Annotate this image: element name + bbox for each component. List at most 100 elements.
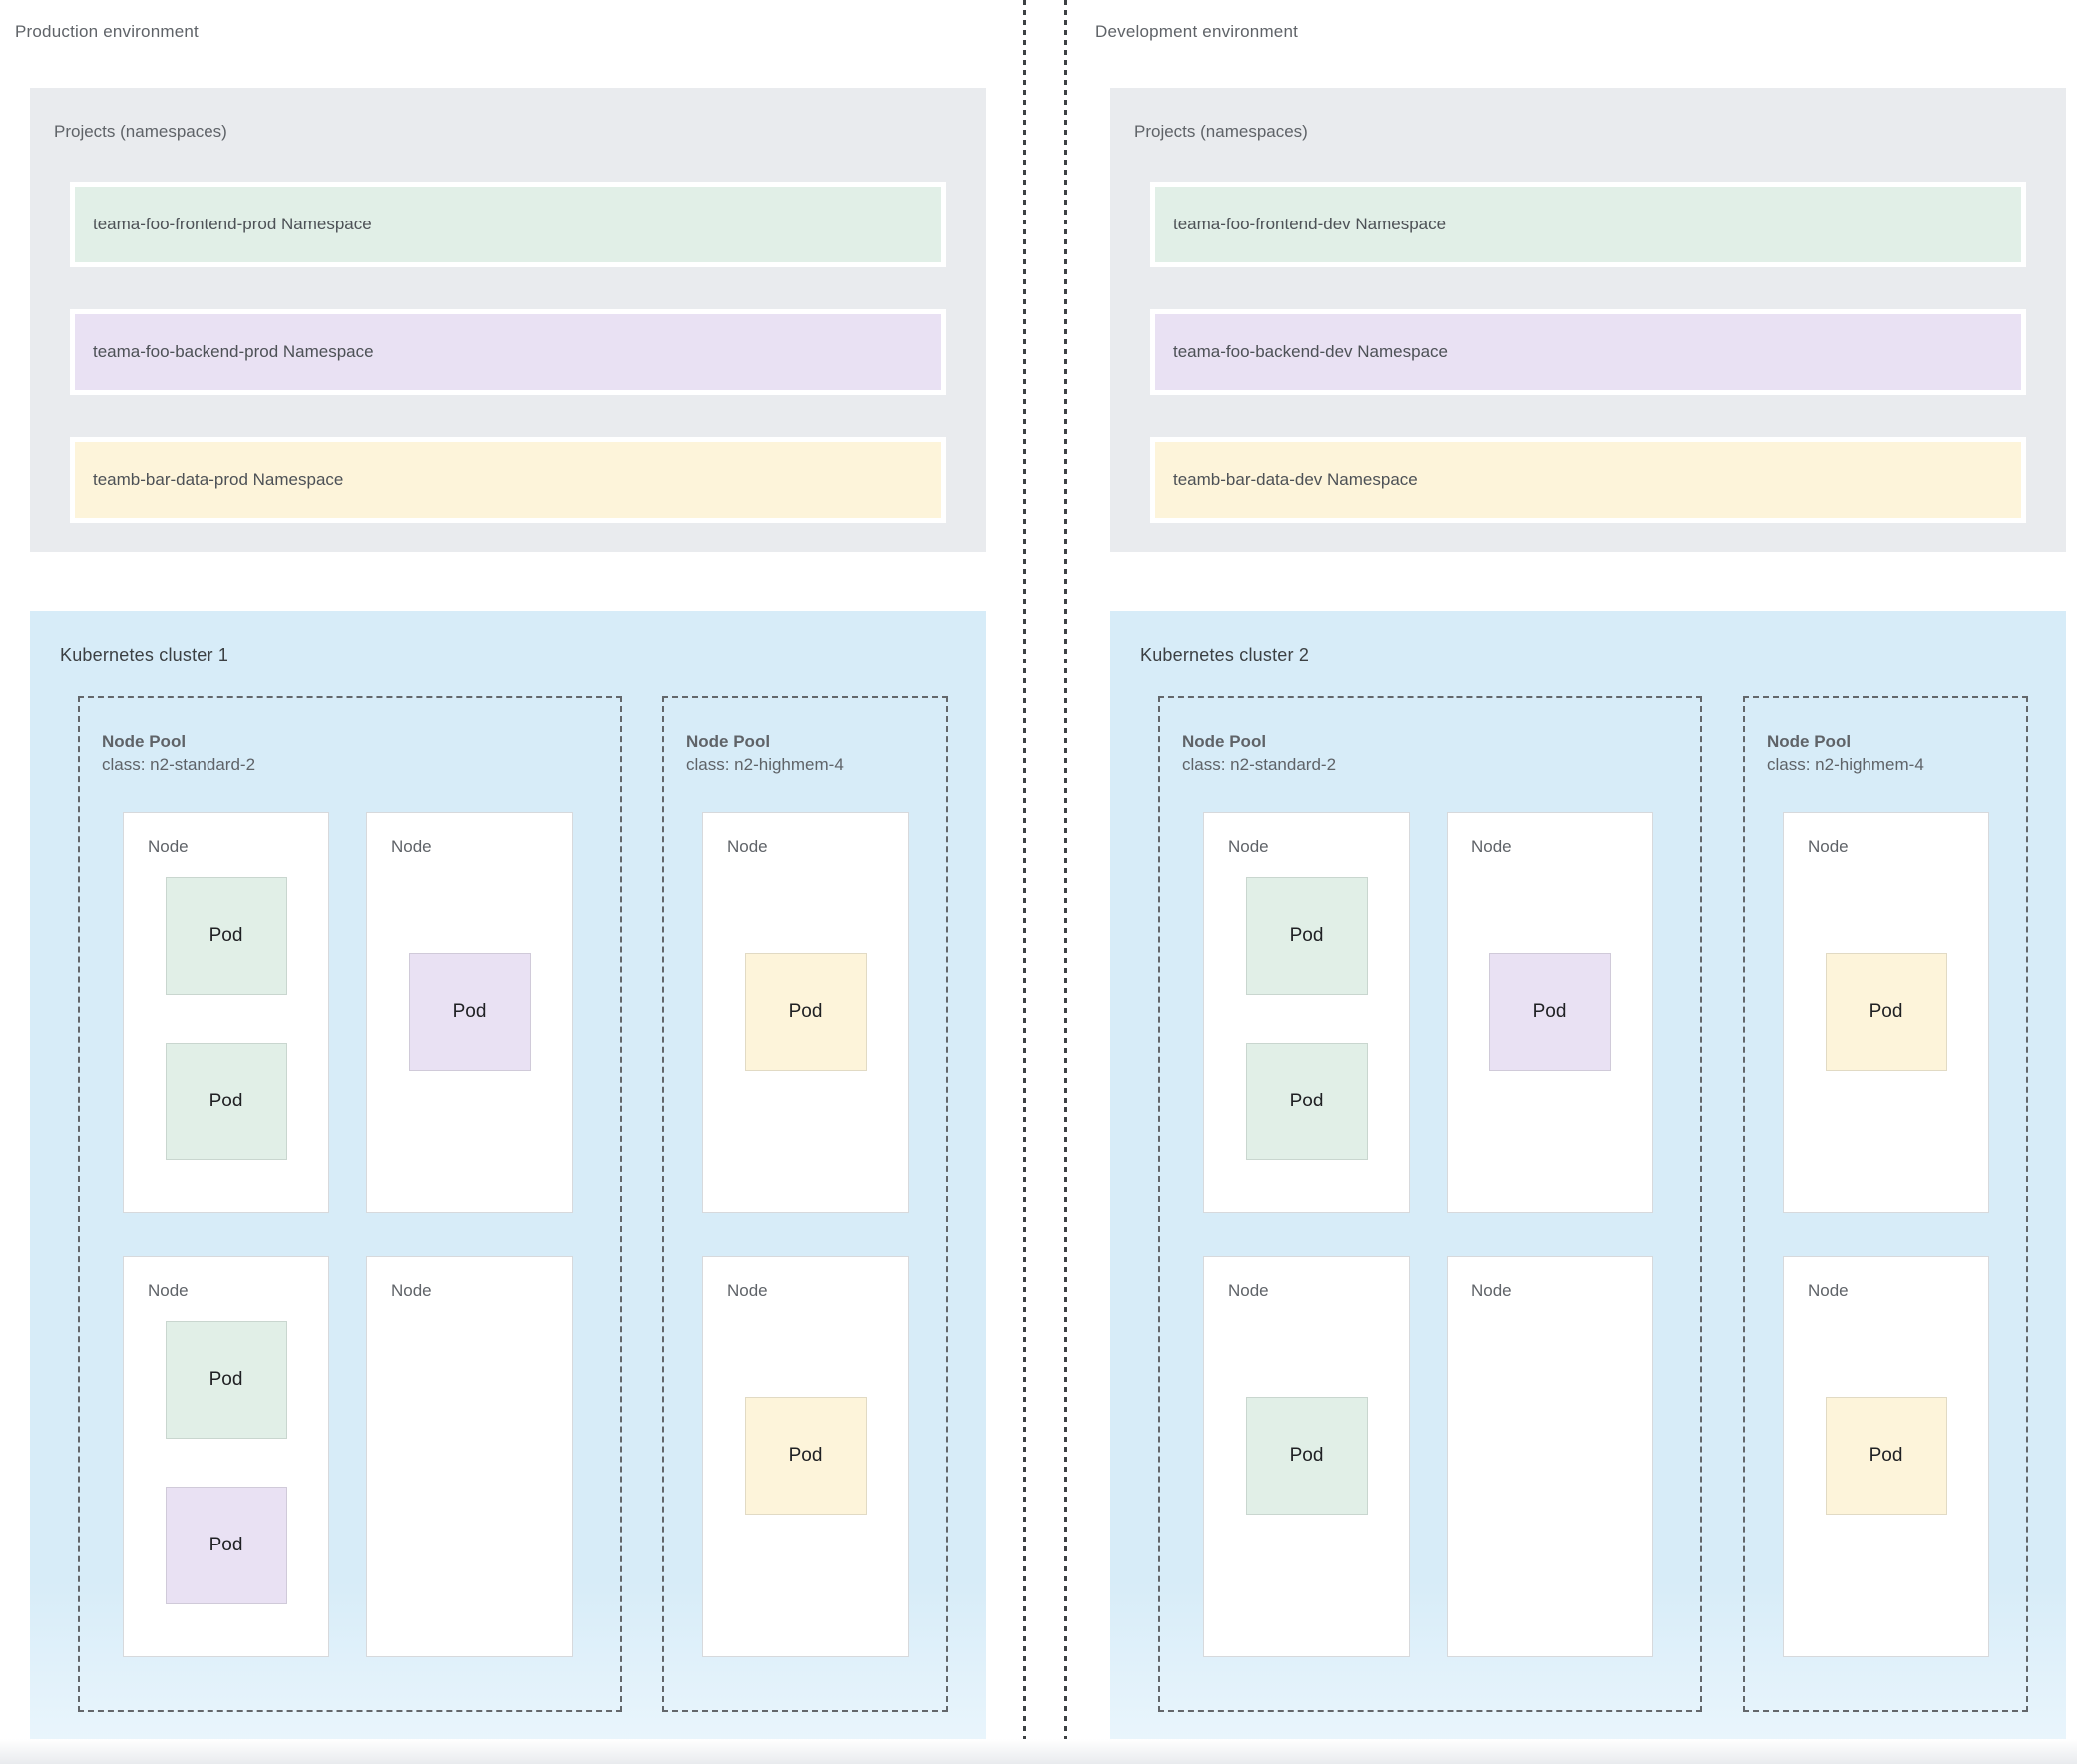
node-label: Node xyxy=(1471,1281,1512,1300)
pod-list: Pod Pod xyxy=(124,857,328,1160)
node: Node Pod xyxy=(1783,1256,1989,1657)
node-pools: Node Pool class: n2-standard-2 Node Pod … xyxy=(78,696,948,1712)
environment-divider-line xyxy=(1023,0,1026,1764)
node-label: Node xyxy=(148,1281,189,1300)
node: Node Pod Pod xyxy=(123,1256,329,1657)
kubernetes-cluster-box: Kubernetes cluster 1 Node Pool class: n2… xyxy=(30,611,986,1739)
namespace-label: teamb-bar-data-dev Namespace xyxy=(1173,470,1418,489)
projects-box: Projects (namespaces) teama-foo-frontend… xyxy=(30,88,986,552)
node-label: Node xyxy=(1808,1281,1849,1300)
namespace-label: teama-foo-backend-dev Namespace xyxy=(1173,342,1448,361)
namespace-label: teama-foo-backend-prod Namespace xyxy=(93,342,374,361)
node: Node Pod xyxy=(366,812,573,1213)
pod-list: Pod xyxy=(703,857,908,1071)
node-pool-class: class: n2-standard-2 xyxy=(102,755,256,774)
namespace-label: teamb-bar-data-prod Namespace xyxy=(93,470,344,489)
node-grid: Node Pod Node Pod xyxy=(702,812,946,1657)
node: Node xyxy=(1447,1256,1653,1657)
pod-label: Pod xyxy=(788,1445,823,1466)
environment-title: Development environment xyxy=(1095,22,1299,41)
pod-list: Pod xyxy=(367,857,572,1071)
pod-list: Pod xyxy=(1784,857,1988,1071)
pod: Pod xyxy=(165,1487,287,1604)
pod-label: Pod xyxy=(208,1369,243,1390)
namespace-bar: teama-foo-backend-prod Namespace xyxy=(70,309,946,395)
pod: Pod xyxy=(1825,1397,1947,1515)
pod: Pod xyxy=(408,953,531,1071)
node: Node Pod xyxy=(702,812,909,1213)
node-pool-class: class: n2-highmem-4 xyxy=(686,755,844,774)
bottom-edge-strip xyxy=(0,1739,2077,1764)
projects-label: Projects (namespaces) xyxy=(1134,122,1308,141)
node-label: Node xyxy=(1228,837,1269,856)
pod: Pod xyxy=(1245,877,1368,995)
node-label: Node xyxy=(148,837,189,856)
cluster-title: Kubernetes cluster 1 xyxy=(60,645,229,664)
node-label: Node xyxy=(1808,837,1849,856)
node: Node Pod xyxy=(1203,1256,1410,1657)
node-pool-header: Node Pool class: n2-highmem-4 xyxy=(1745,698,2026,776)
namespace-bar: teama-foo-backend-dev Namespace xyxy=(1150,309,2026,395)
pod: Pod xyxy=(744,953,867,1071)
pod-list: Pod Pod xyxy=(124,1301,328,1604)
namespace-bar: teamb-bar-data-dev Namespace xyxy=(1150,437,2026,523)
node-grid: Node Pod Pod Node Pod xyxy=(1203,812,1700,1657)
node-pool-class: class: n2-highmem-4 xyxy=(1767,755,1924,774)
pod-list: Pod xyxy=(703,1301,908,1515)
pod-label: Pod xyxy=(1289,925,1324,946)
pod: Pod xyxy=(165,1043,287,1160)
node-pool-header: Node Pool class: n2-standard-2 xyxy=(1160,698,1700,776)
node-grid: Node Pod Node Pod xyxy=(1783,812,2026,1657)
cluster-title: Kubernetes cluster 2 xyxy=(1140,645,1310,664)
pod-label: Pod xyxy=(1289,1445,1324,1466)
node-pool-class: class: n2-standard-2 xyxy=(1182,755,1337,774)
node-pool-name: Node Pool xyxy=(102,732,187,751)
node-pool-name: Node Pool xyxy=(1182,732,1267,751)
pod-label: Pod xyxy=(452,1001,487,1022)
pod: Pod xyxy=(1825,953,1947,1071)
node-label: Node xyxy=(727,837,768,856)
environment-column-production: Production environment Projects (namespa… xyxy=(0,0,986,1739)
node-pool-name: Node Pool xyxy=(686,732,771,751)
namespace-bar: teama-foo-frontend-dev Namespace xyxy=(1150,182,2026,267)
environment-title: Production environment xyxy=(15,22,199,41)
pod-list: Pod Pod xyxy=(1204,857,1409,1160)
node-label: Node xyxy=(727,1281,768,1300)
namespace-label: teama-foo-frontend-prod Namespace xyxy=(93,215,372,233)
environment-column-development: Development environment Projects (namesp… xyxy=(1080,0,2066,1739)
pod-label: Pod xyxy=(208,925,243,946)
pod-label: Pod xyxy=(1532,1001,1567,1022)
node-pool-highmem: Node Pool class: n2-highmem-4 Node Pod N… xyxy=(1743,696,2028,1712)
pod-label: Pod xyxy=(1869,1445,1903,1466)
node: Node Pod Pod xyxy=(1203,812,1410,1213)
namespace-bar: teamb-bar-data-prod Namespace xyxy=(70,437,946,523)
pod-list: Pod xyxy=(1784,1301,1988,1515)
pod-label: Pod xyxy=(208,1091,243,1111)
node-label: Node xyxy=(1471,837,1512,856)
node: Node Pod xyxy=(702,1256,909,1657)
node-label: Node xyxy=(391,837,432,856)
projects-label: Projects (namespaces) xyxy=(54,122,227,141)
pod: Pod xyxy=(1245,1397,1368,1515)
namespace-label: teama-foo-frontend-dev Namespace xyxy=(1173,215,1447,233)
pod: Pod xyxy=(165,1321,287,1439)
node-label: Node xyxy=(1228,1281,1269,1300)
node: Node Pod xyxy=(1783,812,1989,1213)
pod-list: Pod xyxy=(1204,1301,1409,1515)
node-label: Node xyxy=(391,1281,432,1300)
pod-list: Pod xyxy=(1448,857,1652,1071)
node-pools: Node Pool class: n2-standard-2 Node Pod … xyxy=(1158,696,2028,1712)
node: Node xyxy=(366,1256,573,1657)
environment-divider-line xyxy=(1064,0,1067,1764)
node-pool-standard: Node Pool class: n2-standard-2 Node Pod … xyxy=(1158,696,1702,1712)
pod-label: Pod xyxy=(1289,1091,1324,1111)
pod: Pod xyxy=(165,877,287,995)
pod-label: Pod xyxy=(208,1535,243,1555)
node-pool-standard: Node Pool class: n2-standard-2 Node Pod … xyxy=(78,696,622,1712)
pod: Pod xyxy=(1245,1043,1368,1160)
node: Node Pod Pod xyxy=(123,812,329,1213)
node-pool-header: Node Pool class: n2-standard-2 xyxy=(80,698,620,776)
projects-box: Projects (namespaces) teama-foo-frontend… xyxy=(1110,88,2066,552)
kubernetes-cluster-box: Kubernetes cluster 2 Node Pool class: n2… xyxy=(1110,611,2066,1739)
